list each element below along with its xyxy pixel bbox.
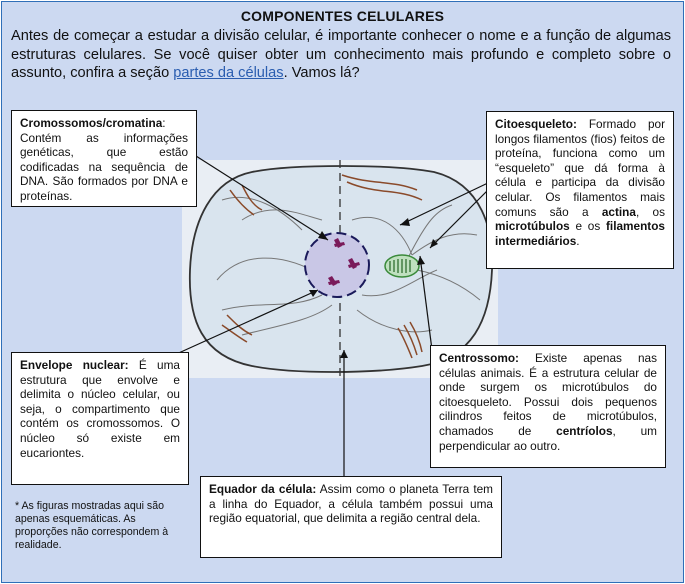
arrowhead (400, 218, 410, 226)
intro-paragraph: Antes de começar a estudar a divisão cel… (11, 27, 671, 83)
label-text: É uma estrutura que envolve e delimita o… (20, 358, 180, 460)
parts-of-cell-link[interactable]: partes da células (173, 65, 284, 81)
cytoskeleton-lines (216, 196, 481, 336)
arrowhead (430, 239, 438, 248)
label-text: , um perpendicular ao outro. (439, 423, 657, 453)
filaments (221, 174, 423, 359)
label-term: Centrossomo: (439, 351, 519, 365)
label-cromossomos: Cromossomos/cromatina: Contém as informa… (11, 110, 197, 207)
label-bold: microtúbulos (495, 219, 570, 234)
centrosome (384, 254, 420, 278)
label-term: Citoesqueleto: (495, 117, 577, 131)
label-term: Equador da célula: (209, 482, 317, 496)
label-citoesqueleto: Citoesqueleto: Formado por longos filame… (486, 111, 674, 269)
page-title: COMPONENTES CELULARES (240, 8, 445, 24)
arrowhead (309, 290, 318, 297)
intro-text-end: . Vamos lá? (283, 65, 360, 81)
label-text: . (576, 233, 580, 248)
label-centrossomo: Centrossomo: Existe apenas nas células a… (430, 345, 666, 468)
nuclear-envelope (304, 232, 370, 298)
label-term: Cromossomos/cromatina (20, 116, 163, 130)
chromosomes (328, 238, 360, 286)
intro-text: Antes de começar a estudar a divisão cel… (11, 28, 671, 81)
label-bold: centríolos (556, 423, 613, 438)
arrowhead (417, 256, 425, 265)
label-text: Assim como o planeta Terra tem a linha d… (209, 482, 493, 526)
label-envelope: Envelope nuclear: É uma estrutura que en… (11, 352, 189, 485)
label-text: e os (569, 219, 606, 234)
label-equador: Equador da célula: Assim como o planeta … (200, 476, 502, 558)
label-term: Envelope nuclear: (20, 358, 129, 372)
arrowhead (340, 350, 348, 358)
label-text: Existe apenas nas células animais. É a e… (439, 351, 657, 438)
label-text: , os (635, 204, 665, 219)
label-text: Formado por longos filamentos (fios) fei… (495, 117, 665, 219)
arrowhead (318, 231, 328, 240)
label-bold: filamentos intermediários (495, 219, 665, 248)
label-bold: actina (601, 204, 636, 219)
footnote: * As figuras mostradas aqui são apenas e… (15, 500, 169, 551)
label-text: : Contém as informações genéticas, que e… (20, 116, 188, 203)
